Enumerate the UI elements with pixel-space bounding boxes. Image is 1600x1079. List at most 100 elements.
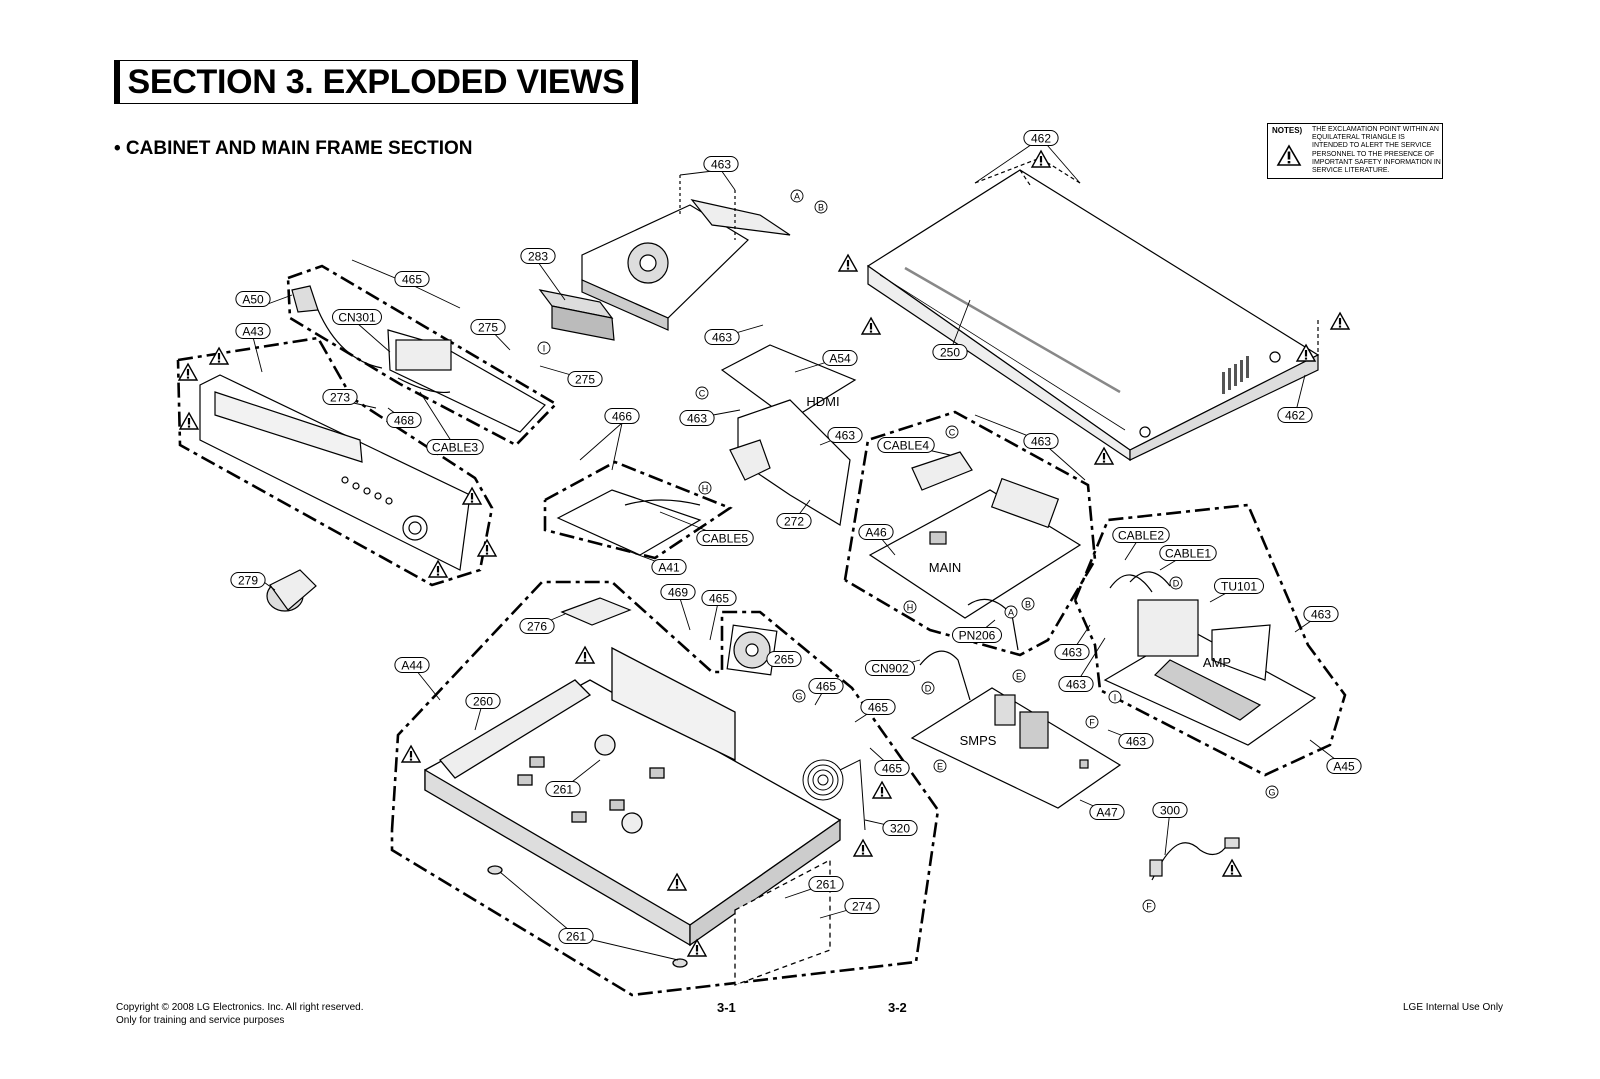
part-label-text: 465 <box>402 273 422 287</box>
connector-mark-g2: G <box>1265 785 1279 799</box>
connector-mark-g1: G <box>792 689 806 703</box>
amp-board <box>1103 571 1317 746</box>
part-label-text: 468 <box>394 414 414 428</box>
section-title: SECTION 3. EXPLODED VIEWS <box>127 63 625 101</box>
part-label-text: 463 <box>1311 608 1331 622</box>
part-label-text: 276 <box>527 620 547 634</box>
part-label-p462a: 462 <box>1023 130 1059 146</box>
part-label-p469: 469 <box>660 584 696 600</box>
board-label-hdmi: HDMI <box>806 394 839 409</box>
part-label-p468: 468 <box>386 412 422 428</box>
outline-display-board <box>286 264 559 447</box>
part-label-text: 320 <box>890 822 910 836</box>
part-label-text: A50 <box>242 293 264 307</box>
part-label-text: 466 <box>612 410 632 424</box>
part-label-p465b: 465 <box>701 590 737 606</box>
part-label-p272: 272 <box>776 513 812 529</box>
part-label-text: 463 <box>711 158 731 172</box>
part-label-text: 261 <box>566 930 586 944</box>
part-label-p275b: 275 <box>567 371 603 387</box>
part-label-p462b: 462 <box>1277 407 1313 423</box>
connector-mark-text: H <box>907 603 914 613</box>
part-label-text: 275 <box>575 373 595 387</box>
part-label-text: A41 <box>658 561 680 575</box>
part-label-cable2: CABLE2 <box>1112 527 1170 543</box>
main-board <box>868 451 1082 619</box>
dvd-loader <box>538 175 791 341</box>
part-label-tu101: TU101 <box>1214 578 1264 594</box>
part-label-cable5: CABLE5 <box>696 530 754 546</box>
notes-text: THE EXCLAMATION POINT WITHIN AN EQUILATE… <box>1312 126 1441 175</box>
exclamation-triangle-icon <box>178 363 198 381</box>
part-label-text: 469 <box>668 586 688 600</box>
part-label-text: CABLE2 <box>1118 529 1164 543</box>
part-label-text: CN301 <box>338 311 376 325</box>
part-label-text: CABLE4 <box>883 439 929 453</box>
exclamation-triangle-icon <box>1330 312 1350 330</box>
part-label-cable3: CABLE3 <box>426 439 484 455</box>
part-label-text: 272 <box>784 515 804 529</box>
part-label-text: A47 <box>1096 806 1118 820</box>
part-label-a50: A50 <box>235 291 271 307</box>
part-label-p463e: 463 <box>1023 433 1059 449</box>
connector-mark-b2: B <box>1021 597 1035 611</box>
part-label-a47: A47 <box>1089 804 1125 820</box>
part-label-text: 463 <box>1066 678 1086 692</box>
part-label-text: 273 <box>330 391 350 405</box>
part-label-p261b: 261 <box>808 876 844 892</box>
hdmi-board <box>720 344 857 526</box>
exclamation-triangle-icon <box>861 317 881 335</box>
outline-a41 <box>543 460 733 560</box>
part-label-text: CABLE5 <box>702 532 748 546</box>
a41-board <box>556 489 702 556</box>
notes-label: NOTES) <box>1272 126 1303 135</box>
part-label-text: 300 <box>1160 804 1180 818</box>
connector-mark-h2: H <box>903 600 917 614</box>
connector-mark-c1: C <box>695 386 709 400</box>
connector-mark-text: A <box>1008 608 1014 618</box>
part-label-p463c: 463 <box>679 410 715 426</box>
part-label-text: 463 <box>712 331 732 345</box>
part-label-p465e: 465 <box>874 760 910 776</box>
board-label-main: MAIN <box>929 560 962 575</box>
connector-mark-d1: D <box>1169 576 1183 590</box>
outline-amp-board <box>1073 503 1347 777</box>
connector-mark-i2: I <box>1108 690 1122 704</box>
part-label-text: 465 <box>868 701 888 715</box>
part-label-text: 465 <box>882 762 902 776</box>
part-label-p279: 279 <box>230 572 266 588</box>
exclamation-triangle-icon <box>575 646 595 664</box>
part-label-text: 465 <box>709 592 729 606</box>
board-label-amp: AMP <box>1203 655 1231 670</box>
connector-mark-b1: B <box>814 200 828 214</box>
part-label-text: A54 <box>829 352 851 366</box>
part-label-text: CABLE3 <box>432 441 478 455</box>
display-board <box>291 285 546 433</box>
part-label-p274: 274 <box>844 898 880 914</box>
connector-mark-text: F <box>1089 718 1095 728</box>
part-label-p463i: 463 <box>1303 606 1339 622</box>
section-title-box: SECTION 3. EXPLODED VIEWS <box>114 60 638 104</box>
part-label-text: 275 <box>478 321 498 335</box>
part-label-p250: 250 <box>932 344 968 360</box>
main-frame <box>424 646 842 986</box>
part-label-a54: A54 <box>822 350 858 366</box>
connector-mark-i1: I <box>537 341 551 355</box>
part-label-p320: 320 <box>882 820 918 836</box>
footer-internal: LGE Internal Use Only <box>1403 1002 1504 1013</box>
part-label-cn301: CN301 <box>332 309 382 325</box>
exclamation-triangle-icon <box>401 745 421 763</box>
page-number-left: 3-1 <box>717 1000 736 1015</box>
exclamation-triangle-icon <box>179 412 199 430</box>
footer-copyright: Copyright © 2008 LG Electronics. Inc. Al… <box>116 1002 364 1013</box>
connector-mark-text: B <box>818 203 824 213</box>
connector-mark-text: G <box>1268 788 1275 798</box>
exclamation-triangle-icon <box>872 781 892 799</box>
connector-mark-d2: D <box>921 681 935 695</box>
connector-mark-text: D <box>1173 579 1180 589</box>
part-label-p465a: 465 <box>394 271 430 287</box>
notes-box: NOTES) THE EXCLAMATION POINT WITHIN AN E… <box>1267 123 1443 179</box>
part-label-text: 261 <box>553 783 573 797</box>
